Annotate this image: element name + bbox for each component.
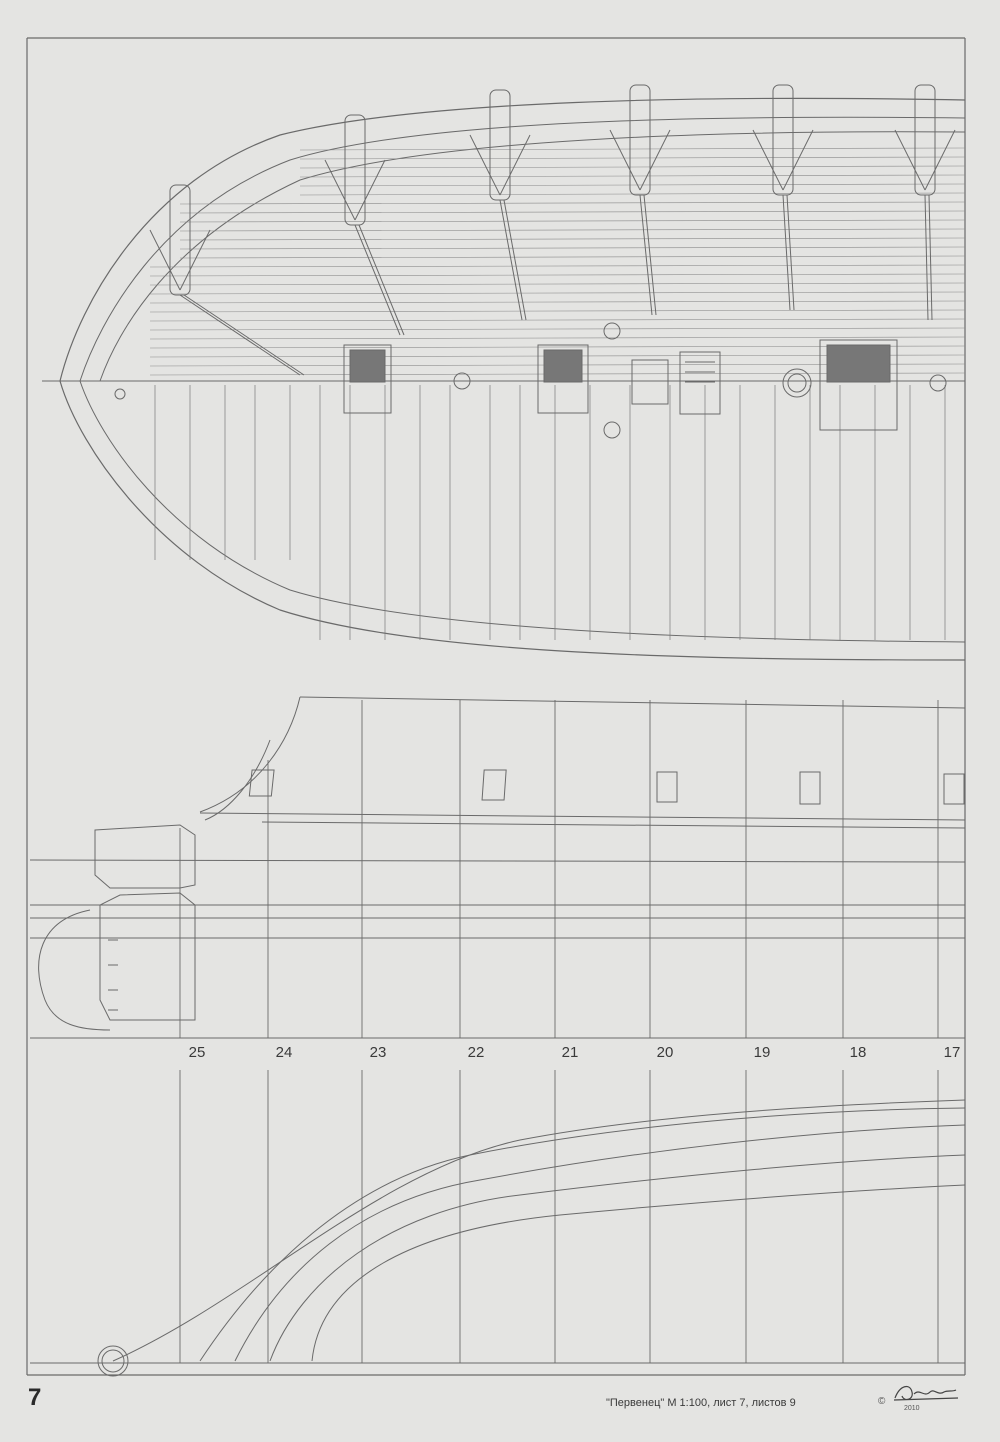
deck-plank-line: [149, 300, 966, 304]
deck-plank-line: [179, 228, 966, 232]
cannon: [609, 84, 671, 316]
deck-plank-line: [179, 246, 966, 250]
waterlines-plan: [30, 1070, 966, 1377]
frame-label-21: 21: [561, 1044, 579, 1061]
deck-fittings: [114, 322, 947, 439]
deck-plank-line: [299, 183, 966, 187]
hatches: [343, 339, 898, 431]
deck-plank-line: [149, 264, 966, 268]
signature-mark: [893, 1385, 959, 1401]
cannon: [324, 114, 405, 336]
deck-plank-line: [149, 273, 966, 277]
deck-plank-line: [149, 282, 966, 286]
sheet-border: [26, 37, 966, 1376]
frame-label-18: 18: [849, 1044, 867, 1061]
cannons: [149, 84, 956, 376]
deck-planks: [149, 147, 966, 376]
deck-plank-line: [149, 336, 966, 340]
deck-plank-line: [149, 291, 966, 295]
page-number: 7: [28, 1384, 42, 1411]
frame-label-19: 19: [753, 1044, 771, 1061]
frame-label-23: 23: [369, 1044, 387, 1061]
cannon: [149, 184, 305, 376]
frame-label-24: 24: [275, 1044, 293, 1061]
signature-year: 2010: [904, 1405, 920, 1412]
side-profile: [29, 696, 966, 1039]
deck-plank-line: [179, 210, 966, 214]
copyright-symbol: ©: [878, 1396, 886, 1407]
deck-plan: [42, 84, 966, 661]
cannon: [469, 89, 531, 321]
deck-plank-line: [149, 318, 966, 322]
deck-plank-line: [179, 201, 966, 205]
sheet-caption: "Первенец" М 1:100, лист 7, листов 9: [606, 1397, 796, 1409]
deck-plank-line: [179, 255, 966, 259]
deck-plank-line: [179, 237, 966, 241]
frame-label-17: 17: [943, 1044, 961, 1061]
deck-plank-line: [299, 165, 966, 169]
deck-plank-line: [299, 156, 966, 160]
deck-plank-line: [149, 327, 966, 331]
frame-label-25: 25: [188, 1044, 206, 1061]
cannon: [894, 84, 956, 321]
frame-label-22: 22: [467, 1044, 485, 1061]
lower-deck-beams: [154, 385, 946, 640]
deck-plank-line: [179, 219, 966, 223]
deck-plank-line: [299, 147, 966, 151]
deck-plank-line: [149, 309, 966, 313]
frame-label-20: 20: [656, 1044, 674, 1061]
cannon: [752, 84, 814, 311]
